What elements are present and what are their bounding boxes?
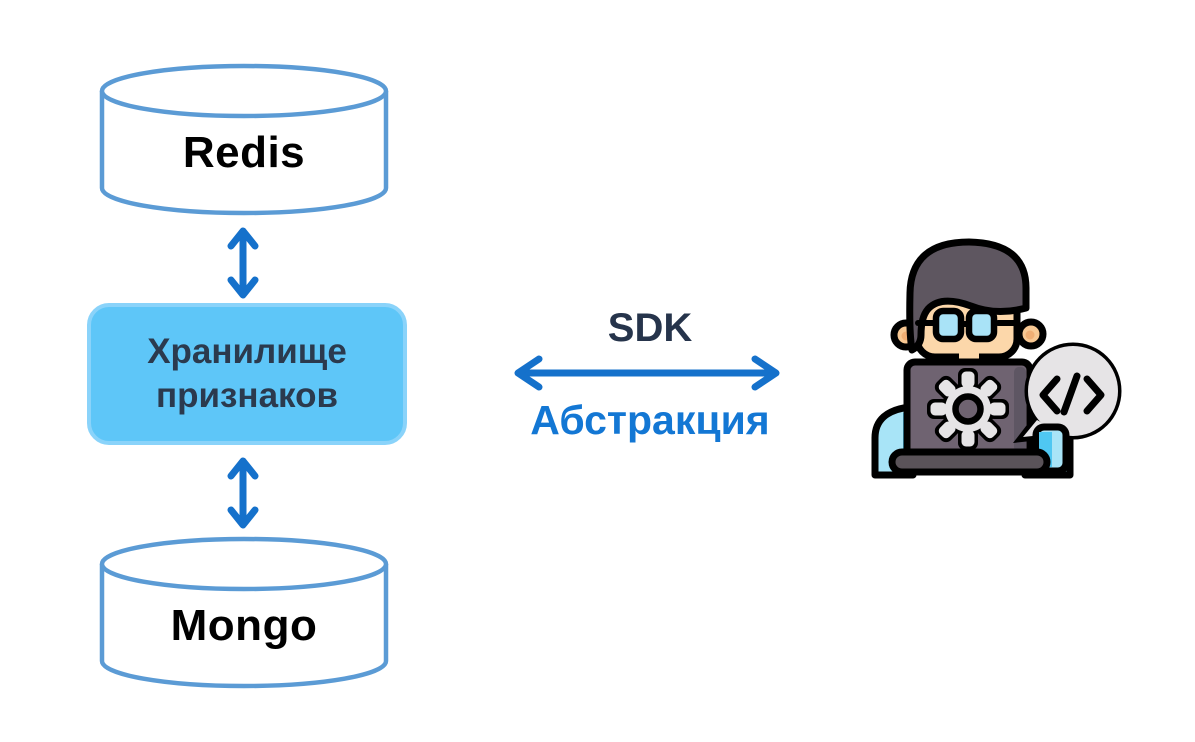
redis-node: Redis	[98, 62, 390, 218]
database-cylinder-icon	[98, 63, 390, 216]
feature-store-label-line1: Хранилище	[147, 331, 347, 371]
redis-store-bidirectional-arrow-icon	[227, 227, 259, 299]
redis-label: Redis	[182, 128, 306, 177]
code-speech-bubble-icon	[1013, 342, 1122, 443]
feature-store-label-line2: признаков	[156, 376, 338, 415]
sdk-label: SDK	[607, 306, 693, 350]
feature-store-box: Хранилище признаков	[87, 303, 407, 445]
abstraction-label: Абстракция	[530, 397, 770, 443]
store-mongo-bidirectional-arrow-icon	[227, 457, 259, 529]
mongo-node: Mongo	[98, 535, 390, 691]
database-cylinder-icon	[98, 536, 390, 689]
sdk-bidirectional-arrow-icon	[514, 355, 780, 391]
developer-at-laptop-icon	[871, 238, 1122, 479]
mongo-label: Mongo	[170, 601, 318, 650]
